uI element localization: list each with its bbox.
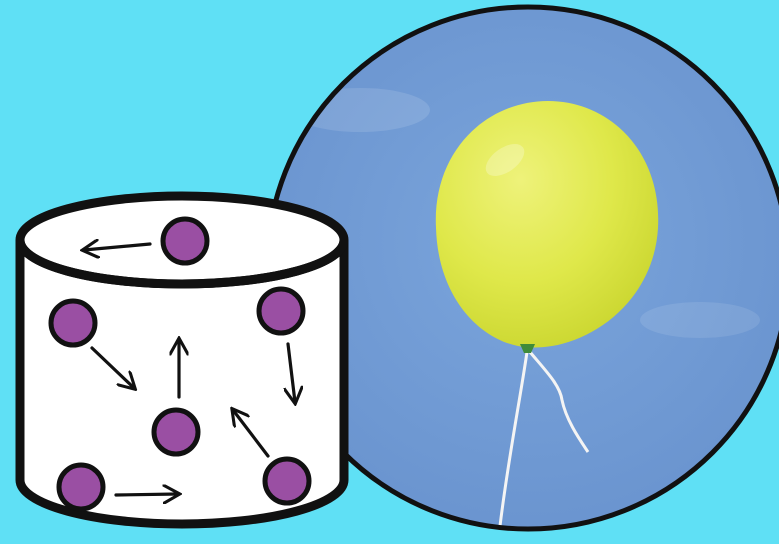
- particle-top-icon: [163, 219, 207, 263]
- particle-upper-left-icon: [51, 301, 95, 345]
- particle-upper-right-icon: [259, 289, 303, 333]
- arrow-right-icon: [116, 494, 178, 495]
- particle-lower-left-icon: [59, 465, 103, 509]
- particle-lower-right-icon: [265, 459, 309, 503]
- particle-middle-icon: [154, 410, 198, 454]
